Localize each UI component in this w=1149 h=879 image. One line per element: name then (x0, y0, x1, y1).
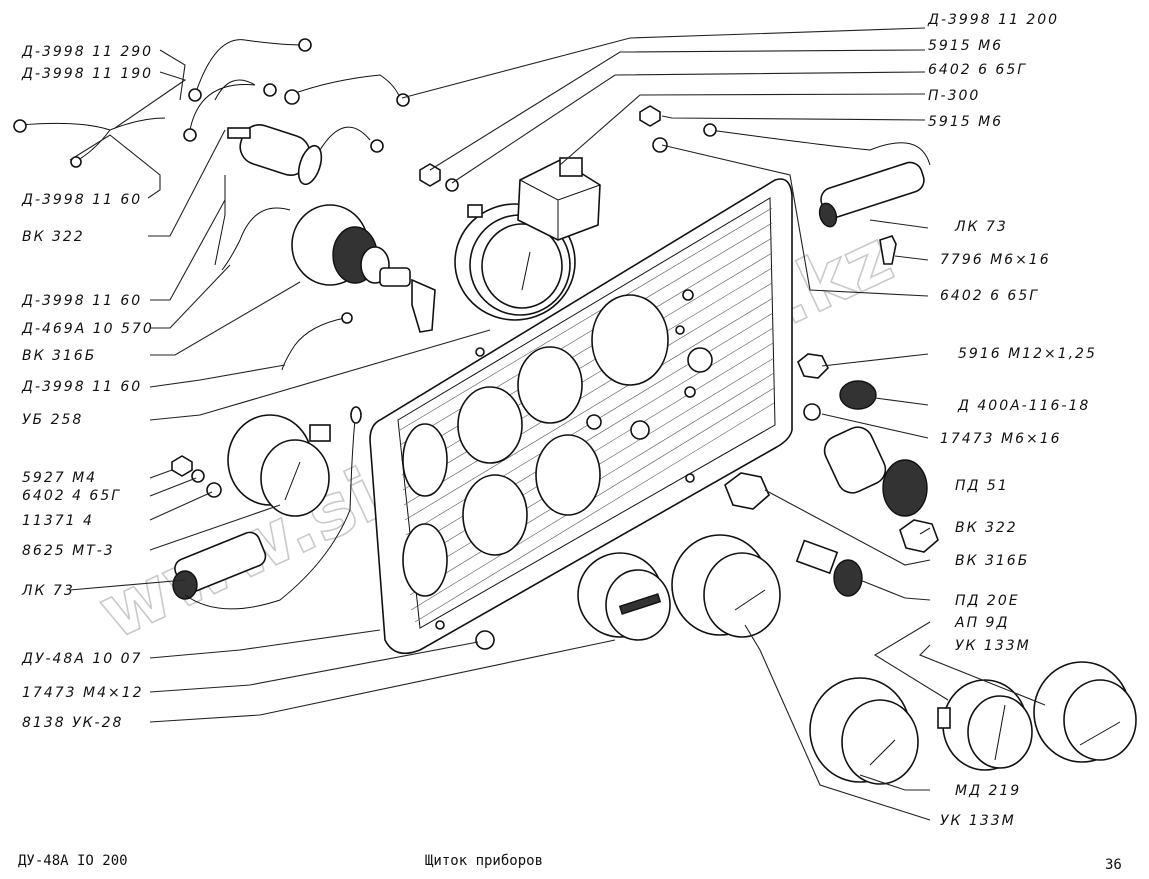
footer-title: Щиток приборов (425, 853, 543, 869)
label-5915-m6-a: 5915 М6 (928, 38, 1003, 54)
label-11371-4: 11371 4 (22, 513, 94, 529)
label-lk73-b: ЛК 73 (21, 583, 75, 599)
label-5927-m4: 5927 М4 (22, 470, 97, 486)
gauge-uk133m-center (671, 534, 781, 638)
label-d3998-11-60-c: Д-3998 11 60 (21, 379, 142, 395)
label-6402-6-65g-a: 6402 6 65Г (928, 62, 1027, 78)
label-6402-4-65g: 6402 4 65Г (22, 488, 121, 504)
relay-p300 (517, 157, 601, 241)
label-8138-uk28: 8138 УК-28 (22, 715, 123, 731)
page-number: 36 (1105, 857, 1122, 873)
label-p300: П-300 (928, 88, 980, 104)
label-d3998-11-60-a: Д-3998 11 60 (21, 192, 142, 208)
hardware-parts (171, 105, 939, 650)
label-d400a: Д 400А-116-18 (957, 398, 1090, 414)
temperature-gauge-left (227, 414, 331, 517)
leader-lines (69, 27, 1046, 821)
gauge-uk28 (577, 552, 671, 641)
label-pd51: ПД 51 (955, 478, 1009, 494)
label-d3998-11-290: Д-3998 11 290 (21, 44, 153, 60)
footer-doc-code: ДУ-48А IO 200 (18, 853, 128, 869)
label-uk133m-a: УК 133М (955, 638, 1031, 654)
label-5915-m6-b: 5915 М6 (928, 114, 1003, 130)
label-vk316b-a: ВК 316Б (22, 348, 96, 364)
label-lk73-a: ЛК 73 (954, 219, 1008, 235)
label-d3998-11-60-b: Д-3998 11 60 (21, 293, 142, 309)
label-ap9d: АП 9Д (954, 615, 1009, 631)
relay-vk322 (227, 124, 323, 186)
label-vk322-b: ВК 322 (955, 520, 1018, 536)
label-vk322-a: ВК 322 (22, 229, 85, 245)
gauge-uk133m-right (1033, 661, 1137, 763)
label-ub258: УБ 258 (22, 412, 83, 428)
label-d469a-10-570: Д-469А 10 570 (21, 321, 154, 337)
label-5916-m12: 5916 М12×1,25 (958, 346, 1097, 362)
wire-harness-top (13, 38, 410, 371)
gauge-ap9d (937, 679, 1033, 771)
switch-vk316b (291, 204, 436, 333)
label-d3998-11-190: Д-3998 11 190 (21, 66, 153, 82)
label-8625-mt3: 8625 МТ-3 (22, 543, 115, 559)
instrument-panel-plate (369, 178, 793, 655)
label-du48a-10-07: ДУ-48А 10 07 (21, 651, 142, 667)
page-footer: ДУ-48А IO 200 Щиток приборов 36 (18, 853, 1122, 873)
label-vk316b-b: ВК 316Б (955, 553, 1029, 569)
label-7796-m6x16: 7796 М6×16 (940, 252, 1051, 268)
gauge-md219 (809, 677, 919, 785)
label-md219: МД 219 (955, 783, 1021, 799)
lamp-lk73-left (172, 406, 362, 610)
label-6402-6-65g-b: 6402 6 65Г (940, 288, 1039, 304)
callout-labels: Д-3998 11 200 5915 М6 6402 6 65Г П-300 5… (21, 12, 1097, 829)
label-pd20e: ПД 20Е (955, 593, 1020, 609)
label-17473-m4x12: 17473 М4×12 (22, 685, 144, 701)
label-d3998-11-200: Д-3998 11 200 (927, 12, 1059, 28)
lamp-lk73-top (703, 123, 931, 228)
label-uk133m-b: УК 133М (940, 813, 1016, 829)
label-17473-m6x16: 17473 М6×16 (940, 431, 1062, 447)
